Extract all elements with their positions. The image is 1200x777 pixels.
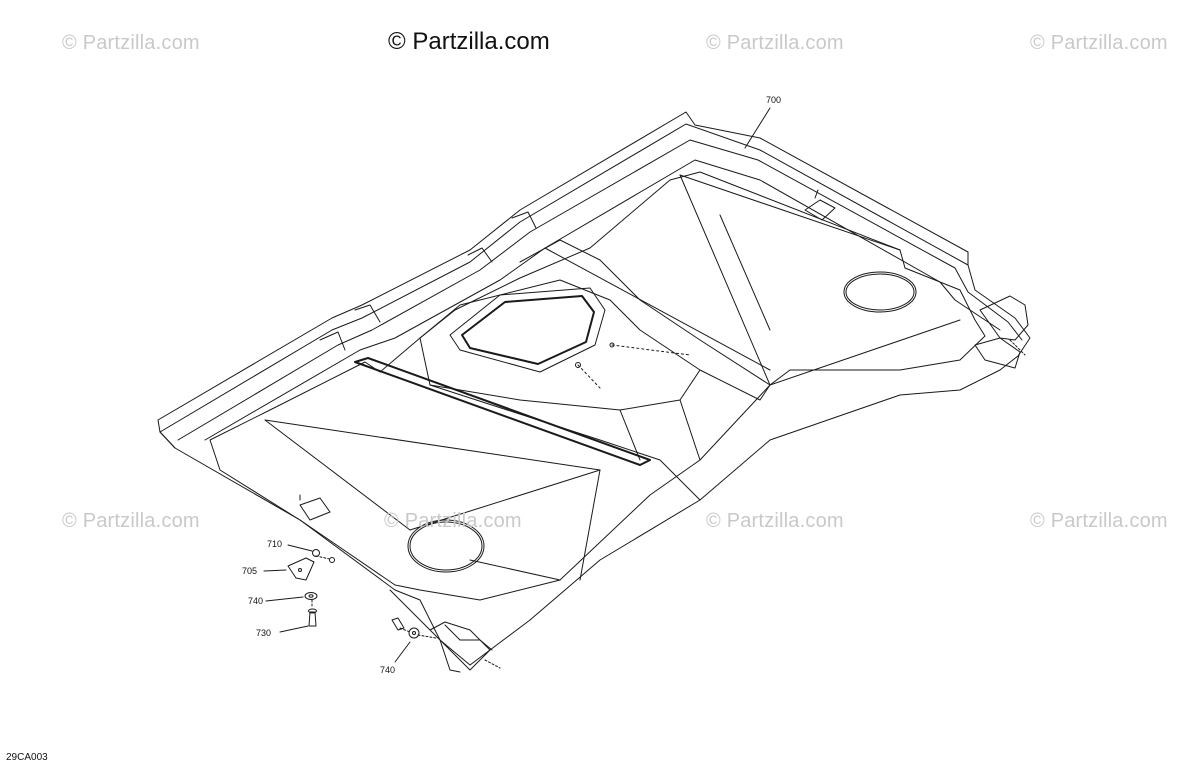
callout-730[interactable]: 730 [256, 628, 272, 638]
hardware-parts [263, 544, 437, 663]
callout-705[interactable]: 705 [242, 566, 258, 576]
watermark-faded: © Partzilla.com [384, 510, 522, 532]
roof-panel-700 [157, 111, 1031, 673]
watermark-faded: © Partzilla.com [1030, 32, 1168, 54]
leader-700 [744, 107, 771, 149]
callout-710[interactable]: 710 [267, 539, 283, 549]
watermark-main: © Partzilla.com [388, 28, 550, 55]
watermark-faded: © Partzilla.com [706, 32, 844, 54]
watermark-faded: © Partzilla.com [62, 32, 200, 54]
watermark-faded: © Partzilla.com [1030, 510, 1168, 532]
watermark-faded: © Partzilla.com [62, 510, 200, 532]
watermark-faded: © Partzilla.com [706, 510, 844, 532]
callout-700[interactable]: 700 [766, 95, 782, 105]
diagram-code: 29CA003 [6, 752, 48, 763]
callout-740[interactable]: 740 [248, 596, 264, 606]
callout-740[interactable]: 740 [380, 665, 396, 675]
